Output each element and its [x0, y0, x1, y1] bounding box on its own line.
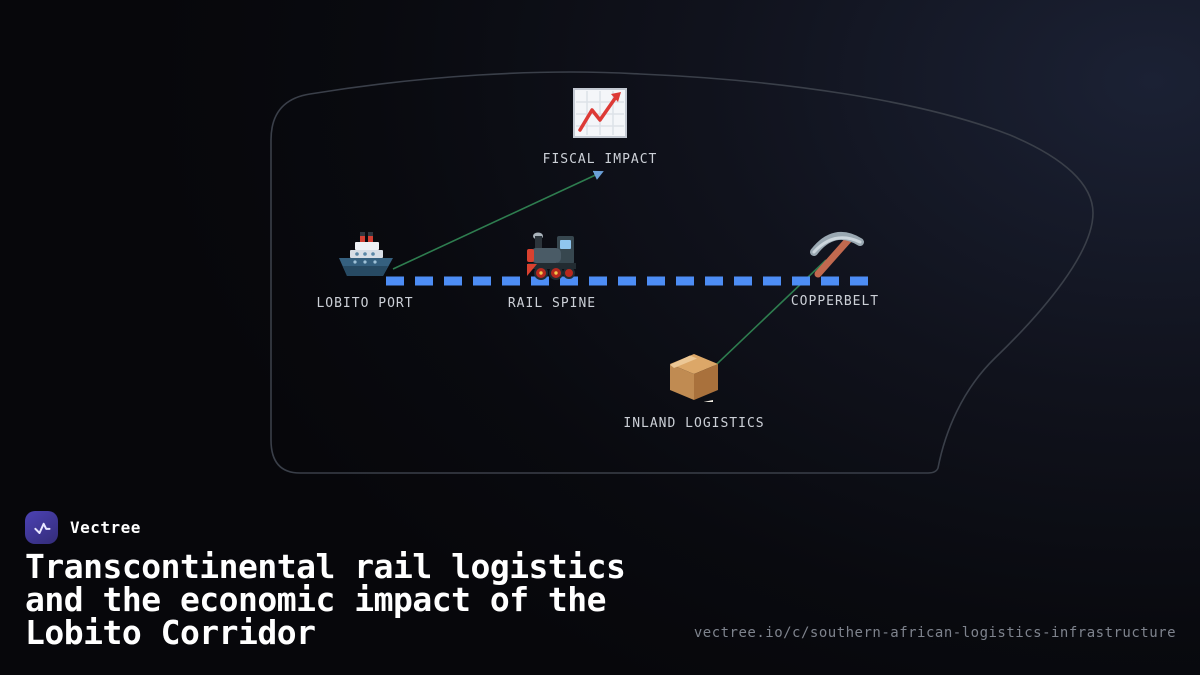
- chart-increasing-icon: [573, 88, 627, 138]
- node-label: FISCAL IMPACT: [542, 152, 658, 167]
- page-title-line: Lobito Corridor: [25, 613, 316, 652]
- node-label: INLAND LOGISTICS: [623, 416, 765, 431]
- page-title-line: Transcontinental rail logistics: [25, 547, 626, 586]
- region-outline: [270, 71, 1094, 474]
- node-lobito-port[interactable]: LOBITO PORT: [275, 230, 455, 311]
- node-label: COPPERBELT: [790, 294, 880, 309]
- node-inland-logistics[interactable]: INLAND LOGISTICS: [604, 352, 784, 431]
- flow-edge-port-to-fiscal: [392, 170, 604, 270]
- node-rail-spine[interactable]: RAIL SPINE: [462, 230, 642, 311]
- page-title-line: and the economic impact of the: [25, 580, 607, 619]
- node-label: LOBITO PORT: [316, 296, 414, 311]
- ship-icon: [335, 230, 395, 282]
- pickaxe-icon: [806, 226, 864, 280]
- locomotive-icon: [523, 230, 581, 282]
- brand-name: Vectree: [70, 518, 141, 537]
- node-copperbelt[interactable]: COPPERBELT: [745, 226, 925, 309]
- page-title: Transcontinental rail logistics and the …: [25, 550, 725, 649]
- node-fiscal-impact[interactable]: FISCAL IMPACT: [510, 88, 690, 167]
- footer-url: vectree.io/c/southern-african-logistics-…: [693, 625, 1176, 641]
- vectree-logo-icon[interactable]: [25, 511, 58, 544]
- node-label: RAIL SPINE: [507, 296, 597, 311]
- brand: Vectree: [25, 511, 141, 544]
- package-icon: [666, 352, 722, 409]
